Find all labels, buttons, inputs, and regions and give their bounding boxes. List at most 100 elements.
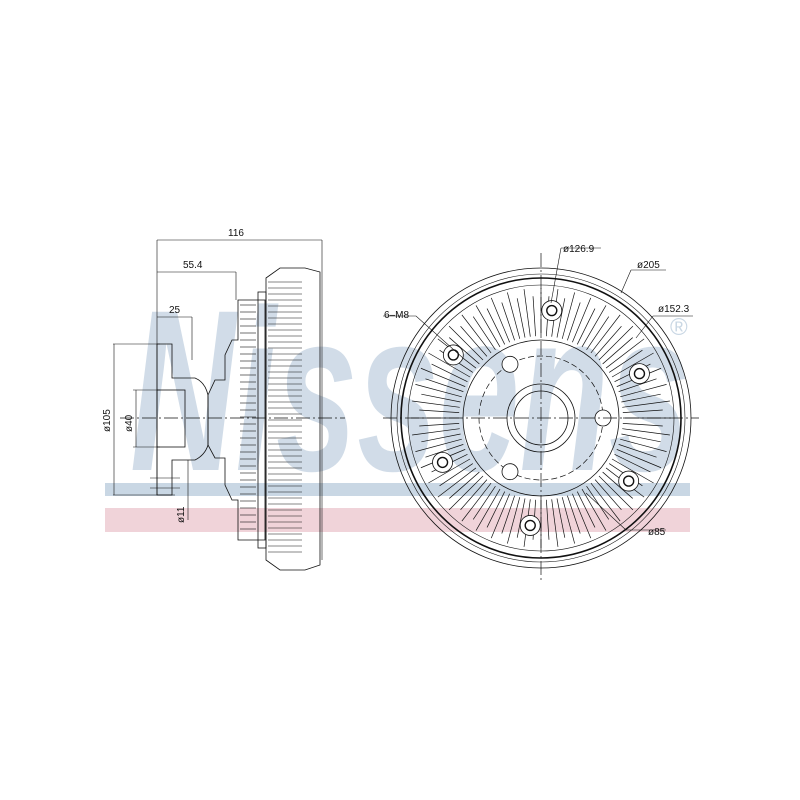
- cooling-fin: [461, 314, 492, 354]
- dim-55-4: 55.4: [183, 260, 203, 271]
- front-view: [383, 247, 699, 583]
- cooling-fin: [475, 488, 501, 531]
- cooling-fin: [461, 482, 492, 522]
- cooling-fin: [622, 423, 663, 427]
- bolt-hole-m8: [618, 470, 640, 492]
- label-pilot-diameter: ø85: [648, 527, 666, 538]
- cooling-fin: [605, 338, 645, 369]
- cooling-fin: [594, 326, 622, 357]
- cooling-fin: [556, 298, 566, 338]
- cooling-fin: [576, 491, 596, 528]
- cooling-fin: [620, 438, 667, 452]
- cooling-fin: [419, 409, 460, 413]
- cooling-fin: [425, 378, 464, 392]
- cooling-fin: [472, 485, 496, 520]
- cooling-fin: [421, 393, 461, 403]
- cooling-fin: [501, 495, 515, 534]
- cooling-fin: [490, 297, 510, 343]
- bolt-hole-m8: [541, 300, 563, 321]
- cooling-fin: [449, 337, 480, 365]
- cooling-fin: [449, 471, 480, 499]
- cooling-fin: [594, 479, 622, 510]
- bolt-hole-m8: [629, 363, 650, 385]
- cooling-fin: [419, 423, 460, 427]
- cooling-fin: [448, 325, 484, 361]
- cooling-fin: [586, 485, 610, 520]
- cooling-fin: [460, 479, 488, 510]
- cooling-fin: [602, 337, 633, 365]
- cooling-fin: [581, 305, 607, 348]
- bolt-hole-m8: [519, 515, 541, 536]
- cooling-fin: [590, 482, 621, 522]
- cooling-fin: [614, 453, 651, 473]
- registered-mark: ®: [670, 314, 688, 341]
- cooling-fin: [598, 325, 634, 361]
- cooling-fin: [556, 498, 566, 538]
- cooling-fin: [622, 400, 670, 408]
- label-threads: 6–M8: [384, 310, 409, 321]
- cooling-fin: [475, 305, 501, 348]
- cooling-fin: [598, 475, 634, 511]
- cooling-fin: [486, 308, 506, 345]
- cooling-fin: [472, 316, 496, 351]
- cooling-fin: [618, 444, 657, 458]
- cooling-fin: [412, 428, 460, 436]
- cooling-fin: [616, 449, 662, 469]
- cooling-fin: [572, 493, 592, 539]
- locating-pin: [501, 463, 519, 481]
- cooling-fin: [561, 497, 575, 544]
- cooling-fin: [420, 367, 466, 387]
- cooling-fin: [439, 463, 474, 487]
- cooling-fin: [621, 433, 661, 443]
- cooling-fin: [507, 497, 521, 544]
- cooling-fin: [421, 433, 461, 443]
- watermark-blue-band: [105, 483, 690, 496]
- cooling-fin: [620, 384, 667, 398]
- cooling-fin: [415, 384, 462, 398]
- cooling-fin: [460, 326, 488, 357]
- cooling-fin: [415, 438, 462, 452]
- cooling-fin: [576, 308, 596, 345]
- cooling-fin: [590, 314, 621, 354]
- cooling-fin: [561, 292, 575, 339]
- cooling-fin: [586, 316, 610, 351]
- watermark-logo: Nissens ®: [105, 262, 690, 532]
- label-bolt-circle: ø126.9: [563, 244, 595, 255]
- cooling-fin: [425, 444, 464, 458]
- cooling-fin: [428, 458, 471, 484]
- cooling-fin: [490, 493, 510, 539]
- cooling-fin: [546, 499, 550, 540]
- cooling-fin: [567, 495, 581, 534]
- dim-40: ø40: [124, 414, 135, 432]
- dim-11: ø11: [176, 506, 187, 523]
- cooling-fin: [567, 302, 581, 341]
- cooling-fin: [622, 428, 670, 436]
- cooling-fin: [622, 409, 663, 413]
- cooling-fin: [611, 352, 654, 378]
- cooling-fin: [431, 363, 468, 383]
- bolt-hole-m8: [432, 451, 453, 473]
- locating-pin: [501, 355, 519, 373]
- dim-25: 25: [169, 305, 181, 316]
- cooling-fin: [551, 499, 559, 547]
- side-view: 116 55.4 25 ø105 ø40 ø11: [102, 228, 345, 571]
- dim-116: 116: [228, 228, 244, 239]
- cooling-fin: [532, 296, 536, 337]
- watermark-pink-band: [105, 508, 690, 532]
- bolt-hole-m8: [442, 344, 464, 366]
- cooling-fin: [412, 400, 460, 408]
- cooling-fin: [516, 498, 526, 538]
- cooling-fin: [572, 297, 592, 343]
- cooling-fin: [448, 475, 484, 511]
- cooling-fin: [611, 458, 654, 484]
- cooling-fin: [501, 302, 515, 341]
- dim-105: ø105: [102, 409, 113, 432]
- cooling-fin: [486, 491, 506, 528]
- cooling-fin: [621, 393, 661, 403]
- label-fin-diameter: ø152.3: [658, 304, 690, 315]
- label-outer-diameter: ø205: [637, 260, 660, 271]
- cooling-fin: [602, 471, 633, 499]
- cooling-fin: [581, 488, 607, 531]
- cooling-fin: [516, 298, 526, 338]
